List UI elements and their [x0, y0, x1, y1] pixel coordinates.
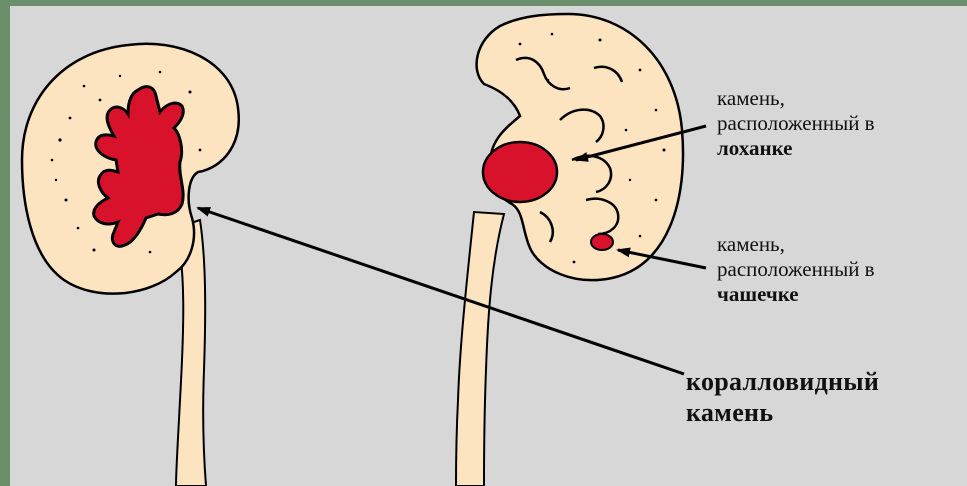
calyx-stone-label-line1: камень,: [717, 232, 875, 257]
pelvis-stone-label-line3: лоханке: [717, 136, 875, 161]
calyx-stone-label-line3: чашечке: [717, 282, 875, 307]
pelvis-stone-label-line2: расположенный в: [717, 111, 875, 136]
staghorn-stone-label-line2: камень: [686, 397, 879, 428]
staghorn-stone-label: коралловидный камень: [686, 366, 879, 428]
right-ureter: [456, 212, 504, 486]
pelvis-stone: [483, 142, 557, 202]
staghorn-stone-label-line1: коралловидный: [686, 366, 879, 397]
calyx-stone-label: камень, расположенный в чашечке: [717, 232, 875, 308]
right-kidney: [456, 14, 683, 486]
pelvis-stone-label: камень, расположенный в лоханке: [717, 86, 875, 162]
calyx-stone: [591, 234, 613, 250]
left-kidney: [22, 44, 239, 486]
calyx-stone-label-line2: расположенный в: [717, 257, 875, 282]
pelvis-stone-label-line1: камень,: [717, 86, 875, 111]
